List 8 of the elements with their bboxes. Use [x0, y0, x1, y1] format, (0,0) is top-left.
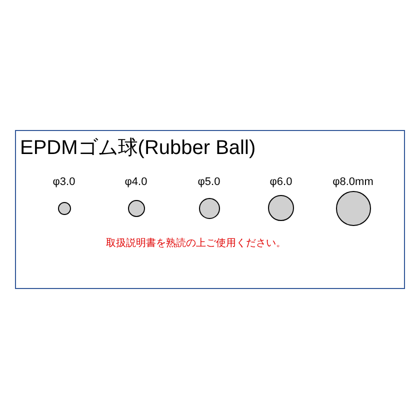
diameter-label: φ4.0 [124, 176, 148, 189]
diameter-label: φ3.0 [52, 176, 76, 189]
diameter-label: φ8.0mm [332, 176, 374, 189]
diameter-label: φ6.0 [270, 176, 292, 189]
panel [15, 130, 405, 289]
warning-note: 取扱説明書を熟読の上ご使用ください。 [106, 238, 286, 250]
title: EPDMゴム球(Rubber Ball) [20, 136, 256, 160]
diameter-label: φ5.0 [198, 176, 220, 189]
